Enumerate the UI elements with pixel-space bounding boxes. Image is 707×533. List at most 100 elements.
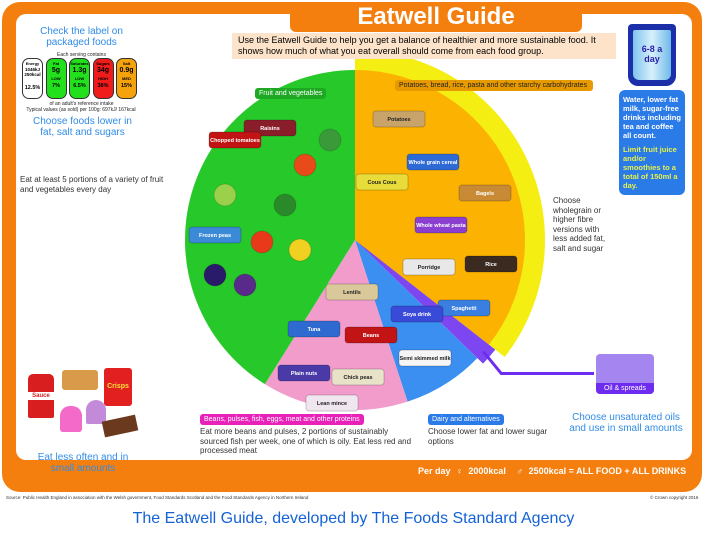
fruit-veg-segment bbox=[185, 70, 355, 385]
food-label: Raisins bbox=[260, 126, 280, 132]
food-label: Frozen peas bbox=[199, 233, 231, 239]
woman-icon: ♀ bbox=[456, 466, 463, 476]
food-label: Plain nuts bbox=[291, 371, 317, 377]
food-item: Lean mince bbox=[305, 394, 359, 412]
protein-label: Beans, pulses, fish, eggs, meat and othe… bbox=[200, 414, 364, 425]
produce-icon bbox=[318, 128, 342, 152]
men-kcal: 2500kcal = ALL FOOD + ALL DRINKS bbox=[528, 466, 687, 476]
cell-level: LOW bbox=[74, 76, 85, 81]
cell-level: LOW bbox=[51, 76, 61, 81]
crisps-icon: Crisps bbox=[104, 368, 132, 406]
food-label: Rice bbox=[485, 262, 497, 268]
glass-text: 6-8 a day bbox=[633, 30, 671, 80]
produce-icon bbox=[288, 238, 312, 262]
cell-pct: 15% bbox=[120, 83, 132, 89]
dairy-label: Dairy and alternatives bbox=[428, 414, 504, 425]
food-label: Potatoes bbox=[387, 117, 410, 123]
food-label: Chick peas bbox=[343, 375, 372, 381]
cell-name: Saturates bbox=[70, 61, 89, 66]
cell-name: Salt bbox=[122, 61, 131, 66]
cell-pct: 6.5% bbox=[73, 83, 86, 89]
produce-icon bbox=[250, 230, 274, 254]
cell-value: 34g bbox=[96, 67, 110, 74]
cell-level: HIGH bbox=[98, 76, 108, 81]
food-item: Porridge bbox=[402, 258, 456, 276]
produce-icon bbox=[203, 263, 227, 287]
food-item: Frozen peas bbox=[188, 226, 242, 244]
food-item: Soya drink bbox=[390, 305, 444, 323]
cell-value: 1046kJ 250kcal bbox=[24, 67, 41, 77]
oil-arrow bbox=[482, 350, 594, 376]
starchy-advice: Choose wholegrain or higher fibre versio… bbox=[553, 196, 606, 253]
biscuits-icon bbox=[62, 370, 98, 390]
produce-icon bbox=[213, 183, 237, 207]
food-item: Plain nuts bbox=[277, 364, 331, 382]
man-icon: ♂ bbox=[516, 466, 524, 476]
food-item: Lentils bbox=[325, 283, 379, 301]
food-label: Tuna bbox=[308, 327, 322, 333]
cell-value: 5g bbox=[51, 67, 61, 74]
cell-pct: 12.5% bbox=[24, 85, 41, 91]
fruit-veg-advice: Eat at least 5 portions of a variety of … bbox=[20, 175, 164, 194]
food-item: Beans bbox=[344, 326, 398, 344]
food-label: Soya drink bbox=[403, 312, 432, 318]
ice-cream-icon bbox=[60, 406, 82, 432]
food-item: Chick peas bbox=[331, 368, 385, 386]
food-label: Chopped tomatoes bbox=[210, 138, 260, 144]
food-item: Semi skimmed milk bbox=[398, 349, 452, 367]
food-label: Semi skimmed milk bbox=[399, 356, 451, 362]
cell-name: Fat bbox=[53, 61, 59, 66]
muffin-icon bbox=[86, 400, 106, 424]
oil-advice: Choose unsaturated oils and use in small… bbox=[569, 412, 683, 434]
dairy-advice: Choose lower fat and lower sugar options bbox=[428, 427, 548, 446]
drinks-text: Water, lower fat milk, sugar-free drinks… bbox=[623, 95, 681, 140]
food-item: Tuna bbox=[287, 320, 341, 338]
produce-icon bbox=[273, 193, 297, 217]
food-label: Cous Cous bbox=[367, 180, 396, 186]
food-item: Chopped tomatoes bbox=[208, 131, 262, 149]
food-item: Spaghetti bbox=[437, 299, 491, 317]
water-glass-icon: 6-8 a day bbox=[628, 24, 676, 86]
cell-value: 1.3g bbox=[72, 67, 87, 74]
sauce-bottle-icon: Sauce bbox=[28, 374, 54, 418]
per-day-label: Per day bbox=[418, 466, 451, 476]
food-label: Whole wheat pasta bbox=[416, 223, 466, 229]
label-advice: Choose foods lower in fat, salt and suga… bbox=[33, 116, 132, 138]
copyright: © Crown copyright 2016 bbox=[650, 495, 699, 500]
intro-text: Use the Eatwell Guide to help you get a … bbox=[232, 33, 616, 59]
page-title: Eatwell Guide bbox=[290, 2, 582, 32]
treats-image: Sauce Crisps bbox=[28, 366, 139, 438]
cell-pct: 7% bbox=[52, 83, 60, 89]
food-label: Lean mince bbox=[317, 401, 347, 407]
sauce-label: Sauce bbox=[28, 392, 54, 400]
cell-name: Sugars bbox=[96, 61, 110, 66]
typical-values: Typical values (as sold) per 100g: 697kJ… bbox=[26, 107, 136, 113]
starchy-label: Potatoes, bread, rice, pasta and other s… bbox=[395, 80, 593, 91]
drinks-box: Water, lower fat milk, sugar-free drinks… bbox=[619, 90, 685, 195]
food-label: Porridge bbox=[418, 265, 441, 271]
food-item: Whole grain cereal bbox=[406, 153, 460, 171]
each-serving: Each serving contains bbox=[57, 52, 106, 58]
women-kcal: 2000kcal bbox=[468, 466, 506, 476]
food-item: Cous Cous bbox=[355, 173, 409, 191]
oil-spreads-box: Oil & spreads bbox=[596, 354, 654, 394]
food-label: Spaghetti bbox=[451, 306, 477, 312]
protein-advice: Eat more beans and pulses, 2 portions of… bbox=[200, 427, 412, 455]
label-heading: Check the label on packaged foods bbox=[40, 26, 123, 48]
food-item: Bagels bbox=[458, 184, 512, 202]
cell-name: Energy bbox=[25, 61, 40, 66]
ref-intake: of an adult's reference intake bbox=[49, 101, 114, 107]
treats-advice: Eat less often and in small amounts bbox=[37, 452, 129, 474]
food-label: Bagels bbox=[476, 191, 494, 197]
cell-pct: 38% bbox=[97, 83, 109, 89]
food-label: Beans bbox=[363, 333, 380, 339]
fruit-veg-label: Fruit and vegetables bbox=[255, 88, 327, 99]
source-note: Source: Public Health England in associa… bbox=[6, 495, 309, 500]
food-item: Whole wheat pasta bbox=[414, 216, 468, 234]
cell-level bbox=[23, 78, 42, 83]
